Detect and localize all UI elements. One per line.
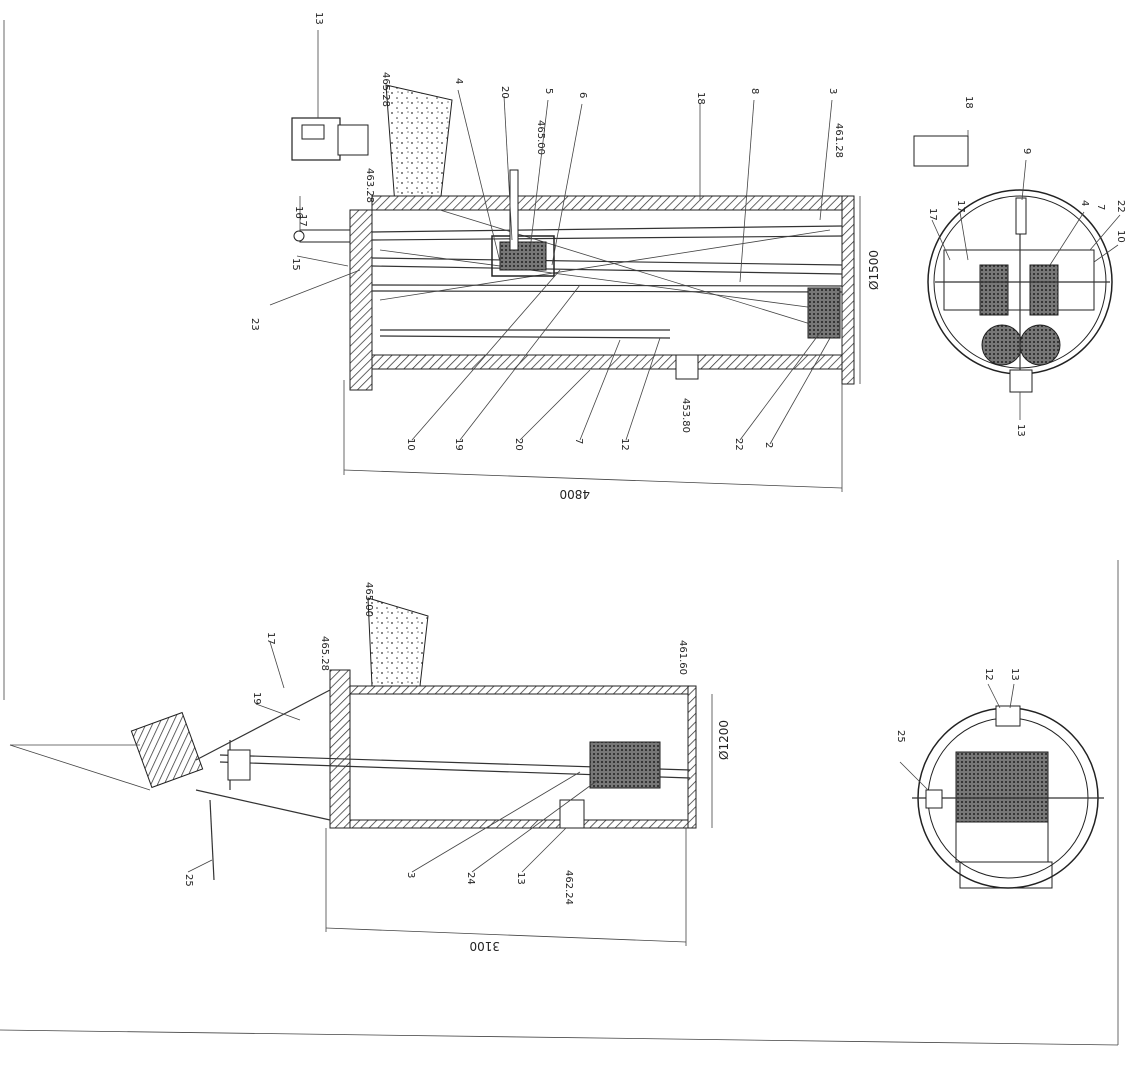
callout-label: 13 (313, 12, 324, 25)
callout-label: 20 (499, 86, 510, 99)
upper-section-view: 4800 Ø1500 465.28 465.00 463.28 461.28 4… (249, 12, 881, 501)
pump-circle (981, 324, 1023, 366)
callout-label: 17 (927, 208, 938, 221)
callout-label: 7 (573, 438, 584, 444)
callout-label: 12 (983, 668, 994, 681)
callout-label: 22 (733, 438, 744, 451)
right-wall (371, 195, 849, 211)
elevation-label: 462.24 (563, 870, 574, 905)
elevation-label: 465.28 (380, 72, 391, 107)
callout-label: 7 (1095, 204, 1106, 210)
ground-fill (367, 597, 429, 687)
pump-circle (1019, 324, 1061, 366)
elevation-label: 465.00 (363, 582, 374, 617)
callout-label: 8 (749, 88, 760, 94)
callout-label: 16 (293, 206, 304, 219)
callout-label: 2 (763, 442, 774, 448)
callout-label: 5 (543, 88, 554, 94)
callout-label: 23 (249, 318, 260, 331)
callout-label: 9 (1021, 148, 1032, 154)
callout-label: 3 (405, 872, 416, 878)
callout-label: 10 (1115, 230, 1126, 243)
lower-length-dimension: 3100 (469, 939, 500, 953)
upper-length-dimension: 4800 (559, 487, 590, 501)
callout-label: 15 (290, 258, 301, 271)
outlet-nozzle (559, 799, 585, 829)
lower-diameter-dimension: Ø1200 (717, 720, 731, 760)
bottom-pump (807, 287, 841, 339)
upper-callouts-top: 13 16 17 15 23 4 20 5 6 18 8 3 (249, 12, 838, 331)
callout-label: 10 (405, 438, 416, 451)
callout-label: 17 (955, 200, 966, 213)
upper-callouts-bottom: 10 19 20 7 12 22 2 (405, 269, 831, 451)
upper-diameter-dimension: Ø1500 (867, 250, 881, 290)
callout-label: 18 (963, 96, 974, 109)
callout-label: 12 (619, 438, 630, 451)
callout-label: 25 (183, 874, 194, 887)
ground-fill (385, 84, 453, 206)
callout-label: 17 (297, 214, 308, 227)
pump-unit (955, 751, 1049, 823)
left-wall (349, 819, 691, 829)
right-wall (349, 685, 691, 695)
callout-label: 19 (251, 692, 262, 705)
callout-label: 19 (453, 438, 464, 451)
callout-label: 24 (465, 872, 476, 885)
bottom-slab (841, 195, 855, 385)
control-box (913, 135, 969, 167)
elevation-label: 461.28 (833, 123, 844, 158)
callout-label: 22 (1115, 200, 1126, 213)
callout-label: 13 (1015, 424, 1026, 437)
elevation-label: 453.80 (680, 398, 691, 433)
elevation-label: 465.00 (535, 120, 546, 155)
callout-label: 17 (265, 632, 276, 645)
elevation-label: 465.28 (319, 636, 330, 671)
callout-label: 13 (1009, 668, 1020, 681)
callout-label: 18 (695, 92, 706, 105)
left-wall (371, 354, 849, 370)
frame-panel (130, 711, 204, 789)
lower-section-view: 3100 Ø1200 465.00 465.28 461.60 462.24 1… (9, 582, 731, 953)
callout-label: 3 (827, 88, 838, 94)
elevation-label: 461.60 (677, 640, 688, 675)
sheet-frame (0, 20, 1119, 1046)
top-slab (329, 669, 351, 829)
callout-label: 25 (895, 730, 906, 743)
pump-unit (589, 741, 661, 789)
outlet-nozzle (675, 354, 699, 380)
lower-plan-view: 25 12 13 (895, 668, 1104, 889)
elevation-label: 463.28 (364, 168, 375, 203)
callout-label: 4 (1079, 200, 1090, 206)
callout-label: 4 (453, 78, 464, 84)
callout-label: 20 (513, 438, 524, 451)
vent-pipe (299, 229, 351, 243)
callout-label: 6 (577, 92, 588, 98)
upper-plan-view: 18 9 22 17 17 4 7 10 13 (913, 96, 1126, 437)
top-slab (349, 209, 373, 391)
bottom-slab (687, 685, 697, 829)
callout-label: 13 (515, 872, 526, 885)
